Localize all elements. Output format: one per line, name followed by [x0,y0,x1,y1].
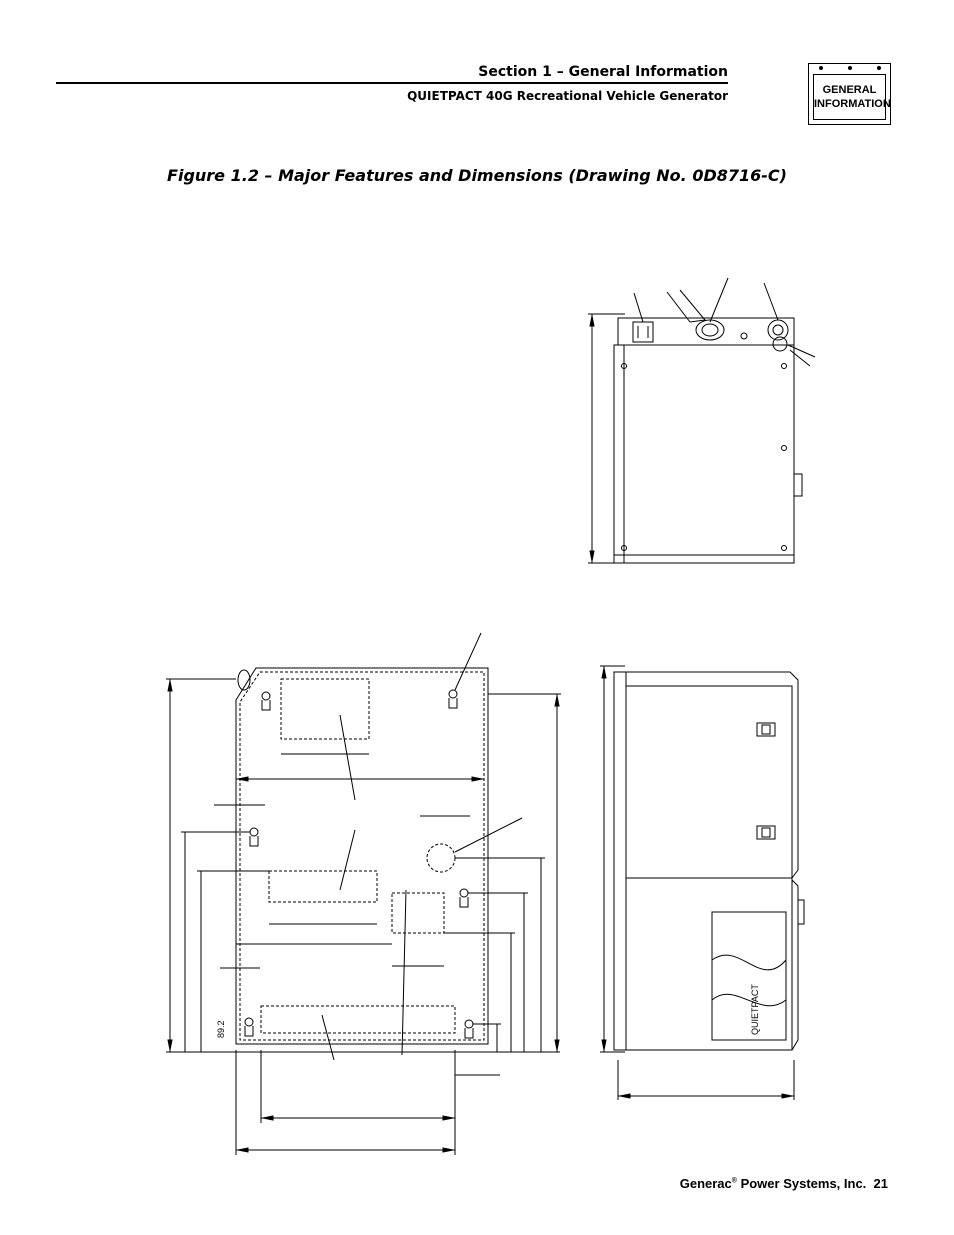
registered-mark: ® [731,1177,737,1185]
document-subtitle: QUIETPACT 40G Recreational Vehicle Gener… [407,89,728,103]
header-rule [56,82,728,84]
dimension-label: 89.2 [216,1020,226,1038]
footer-company: Generac [679,1176,732,1191]
footer-company-suffix: Power Systems, Inc. [736,1176,867,1191]
base-view [166,632,561,1155]
tab-label: GENERAL INFORMATION [814,84,891,110]
figure-caption: Figure 1.2 – Major Features and Dimensio… [167,166,787,185]
tab-dot [848,66,852,70]
page-number: 21 [873,1176,888,1191]
section-title: Section 1 – General Information [478,64,728,80]
section-tab: GENERAL INFORMATION [808,63,891,125]
top-view [588,277,816,564]
tab-frame: GENERAL INFORMATION [813,74,891,120]
decal-text: QUIETPACT [750,984,760,1035]
tab-dot [877,66,881,70]
side-view: QUIETPACT [600,665,805,1100]
tab-dot [819,66,823,70]
page-footer: Generac® Power Systems, Inc. 21 [680,1176,888,1191]
